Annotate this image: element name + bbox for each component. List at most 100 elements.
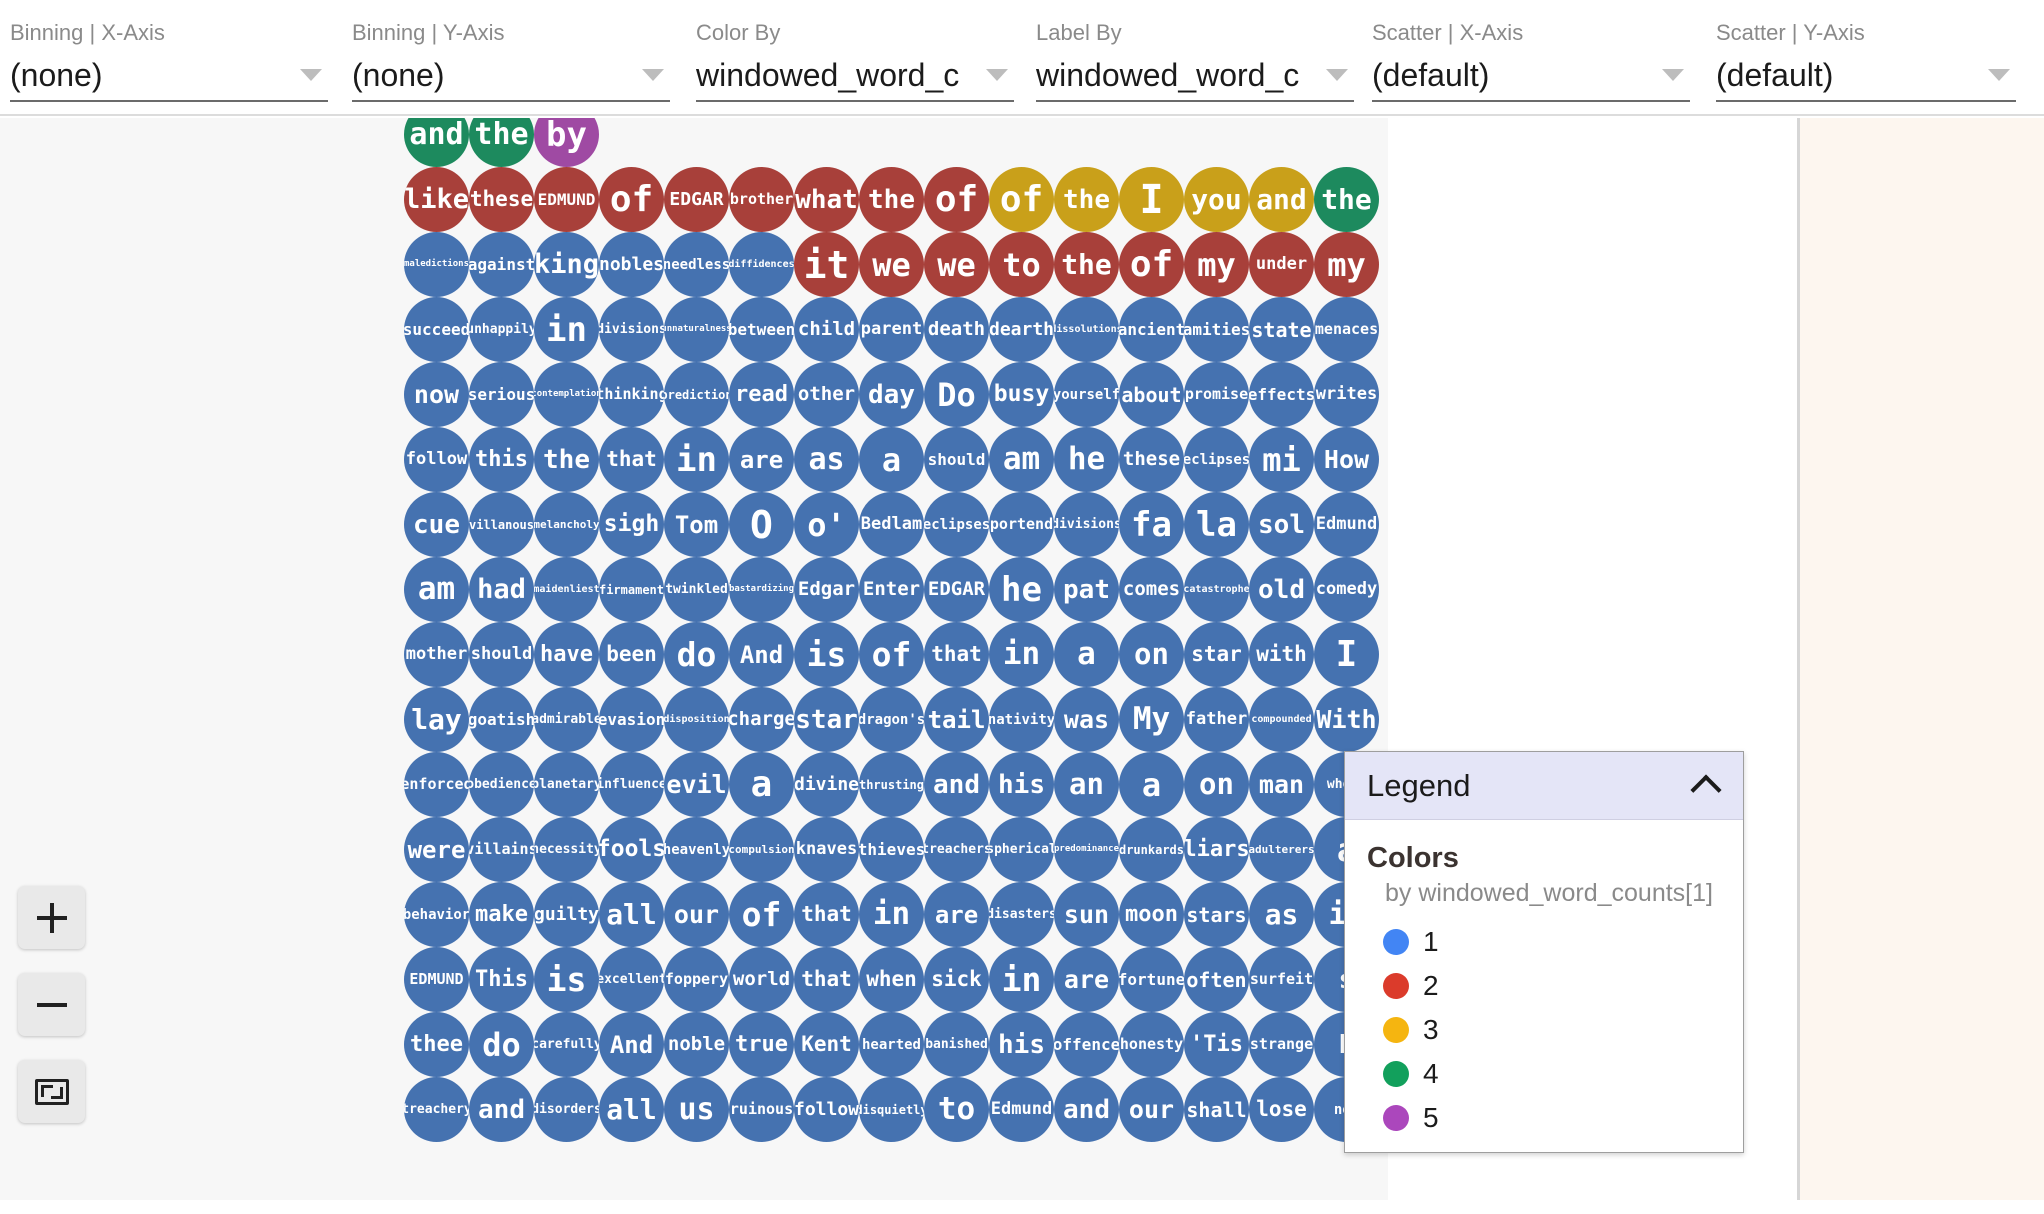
bubble-the[interactable]: the	[1054, 232, 1119, 297]
bubble-in[interactable]: in	[664, 427, 729, 492]
bubble-disposition[interactable]: disposition	[664, 687, 729, 752]
bubble-of[interactable]: of	[859, 622, 924, 687]
bubble-'Tis[interactable]: 'Tis	[1184, 1012, 1249, 1077]
legend-entry-1[interactable]: 1	[1367, 920, 1721, 964]
bubble-the[interactable]: the	[534, 427, 599, 492]
bubble-these[interactable]: these	[469, 167, 534, 232]
fit-to-screen-button[interactable]	[18, 1060, 85, 1123]
bubble-do[interactable]: do	[469, 1012, 534, 1077]
bubble-were[interactable]: were	[404, 817, 469, 882]
bubble-hearted[interactable]: hearted	[859, 1012, 924, 1077]
bubble-With[interactable]: With	[1314, 687, 1379, 752]
bubble-shall[interactable]: shall	[1184, 1077, 1249, 1142]
bubble-banished[interactable]: banished	[924, 1012, 989, 1077]
bubble-a[interactable]: a	[1054, 622, 1119, 687]
bubble-This[interactable]: This	[469, 947, 534, 1012]
bubble-predominance[interactable]: predominance	[1054, 817, 1119, 882]
bubble-true[interactable]: true	[729, 1012, 794, 1077]
bubble-and[interactable]: and	[1054, 1077, 1119, 1142]
bubble-promise[interactable]: promise	[1184, 362, 1249, 427]
bubble-honesty[interactable]: honesty	[1119, 1012, 1184, 1077]
bubble-EDMUND[interactable]: EDMUND	[404, 947, 469, 1012]
bubble-are[interactable]: are	[924, 882, 989, 947]
chevron-down-icon[interactable]	[1326, 69, 1348, 81]
bubble-stars[interactable]: stars	[1184, 882, 1249, 947]
bubble-foppery[interactable]: foppery	[664, 947, 729, 1012]
bubble-to[interactable]: to	[924, 1077, 989, 1142]
bubble-read[interactable]: read	[729, 362, 794, 427]
bubble-us[interactable]: us	[664, 1077, 729, 1142]
chevron-up-icon[interactable]	[1690, 773, 1722, 806]
bubble-am[interactable]: am	[989, 427, 1054, 492]
bubble-you[interactable]: you	[1184, 167, 1249, 232]
bubble-compounded[interactable]: compounded	[1249, 687, 1314, 752]
bubble-unnaturalness[interactable]: unnaturalness	[664, 297, 729, 362]
bubble-am[interactable]: am	[404, 557, 469, 622]
bubble-And[interactable]: And	[599, 1012, 664, 1077]
bubble-ruinous[interactable]: ruinous	[729, 1077, 794, 1142]
bubble-in[interactable]: in	[859, 882, 924, 947]
bubble-he[interactable]: he	[1054, 427, 1119, 492]
bubble-it[interactable]: it	[794, 232, 859, 297]
scatter-x-axis-select[interactable]: (default)	[1372, 50, 1690, 102]
bubble-planetary[interactable]: planetary	[534, 752, 599, 817]
bubble-nobles[interactable]: nobles	[599, 232, 664, 297]
bubble-melancholy[interactable]: melancholy	[534, 492, 599, 557]
bubble-evasion[interactable]: evasion	[599, 687, 664, 752]
bubble-brother[interactable]: brother	[729, 167, 794, 232]
bubble-strange[interactable]: strange	[1249, 1012, 1314, 1077]
bubble-like[interactable]: like	[404, 167, 469, 232]
bubble-drunkards[interactable]: drunkards	[1119, 817, 1184, 882]
bubble-dearth[interactable]: dearth	[989, 297, 1054, 362]
bubble-star[interactable]: star	[794, 687, 859, 752]
bubble-is[interactable]: is	[534, 947, 599, 1012]
bubble-that[interactable]: that	[599, 427, 664, 492]
legend-entry-3[interactable]: 3	[1367, 1008, 1721, 1052]
bubble-been[interactable]: been	[599, 622, 664, 687]
bubble-villanous[interactable]: villanous	[469, 492, 534, 557]
bubble-treachers[interactable]: treachers	[924, 817, 989, 882]
bubble-that[interactable]: that	[794, 882, 859, 947]
bubble-knaves[interactable]: knaves	[794, 817, 859, 882]
bubble-guilty[interactable]: guilty	[534, 882, 599, 947]
bubble-as[interactable]: as	[1249, 882, 1314, 947]
bubble-disasters[interactable]: disasters	[989, 882, 1054, 947]
bubble-divisions[interactable]: divisions	[1054, 492, 1119, 557]
bubble-lay[interactable]: lay	[404, 687, 469, 752]
bubble-often[interactable]: often	[1184, 947, 1249, 1012]
bubble-had[interactable]: had	[469, 557, 534, 622]
bubble-disorders[interactable]: disorders	[534, 1077, 599, 1142]
color-by-select[interactable]: windowed_word_c	[696, 50, 1014, 102]
bubble-sun[interactable]: sun	[1054, 882, 1119, 947]
bubble-pat[interactable]: pat	[1054, 557, 1119, 622]
bubble-Do[interactable]: Do	[924, 362, 989, 427]
bubble-goatish[interactable]: goatish	[469, 687, 534, 752]
bubble-this[interactable]: this	[469, 427, 534, 492]
bubble-mother[interactable]: mother	[404, 622, 469, 687]
bubble-was[interactable]: was	[1054, 687, 1119, 752]
bubble-influence[interactable]: influence	[599, 752, 664, 817]
bubble-when[interactable]: when	[859, 947, 924, 1012]
bubble-heavenly[interactable]: heavenly	[664, 817, 729, 882]
bubble-noble[interactable]: noble	[664, 1012, 729, 1077]
bubble-succeed[interactable]: succeed	[404, 297, 469, 362]
bubble-nativity[interactable]: nativity	[989, 687, 1054, 752]
bubble-should[interactable]: should	[924, 427, 989, 492]
bubble-of[interactable]: of	[599, 167, 664, 232]
bubble-Edgar[interactable]: Edgar	[794, 557, 859, 622]
bubble-Tom[interactable]: Tom	[664, 492, 729, 557]
bubble-our[interactable]: our	[1119, 1077, 1184, 1142]
chevron-down-icon[interactable]	[300, 69, 322, 81]
bubble-we[interactable]: we	[859, 232, 924, 297]
bubble-death[interactable]: death	[924, 297, 989, 362]
bubble-I[interactable]: I	[1119, 167, 1184, 232]
bubble-fa[interactable]: fa	[1119, 492, 1184, 557]
bubble-the[interactable]: the	[1314, 167, 1379, 232]
bubble-against[interactable]: against	[469, 232, 534, 297]
scatter-y-axis-select[interactable]: (default)	[1716, 50, 2016, 102]
bubble-Edmund[interactable]: Edmund	[1314, 492, 1379, 557]
zoom-out-button[interactable]	[18, 973, 85, 1036]
binning-x-axis-select[interactable]: (none)	[10, 50, 328, 102]
bubble-My[interactable]: My	[1119, 687, 1184, 752]
bubble-enforced[interactable]: enforced	[404, 752, 469, 817]
